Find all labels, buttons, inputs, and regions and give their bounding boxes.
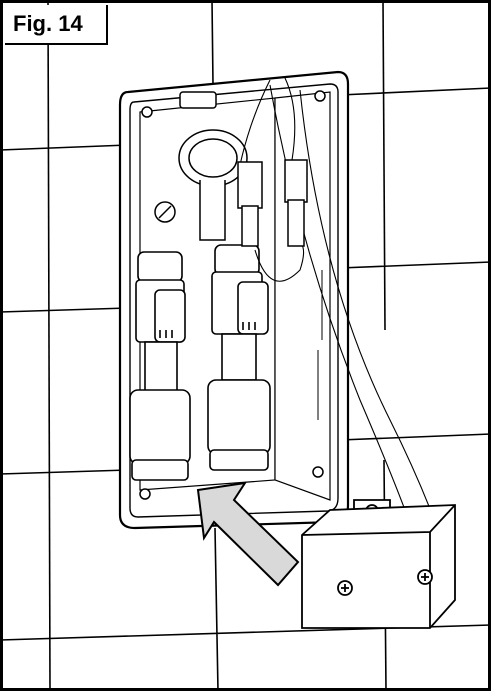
figure-label: Fig. 14 bbox=[13, 11, 83, 36]
valve-right bbox=[207, 244, 271, 471]
figure-label-box: Fig. 14 bbox=[5, 5, 108, 45]
screw-icon bbox=[139, 90, 326, 500]
sensor-plugs bbox=[237, 159, 308, 247]
junction-box bbox=[301, 499, 456, 629]
top-port bbox=[178, 91, 248, 241]
valve-left bbox=[129, 251, 191, 481]
arrow-icon bbox=[196, 481, 300, 587]
